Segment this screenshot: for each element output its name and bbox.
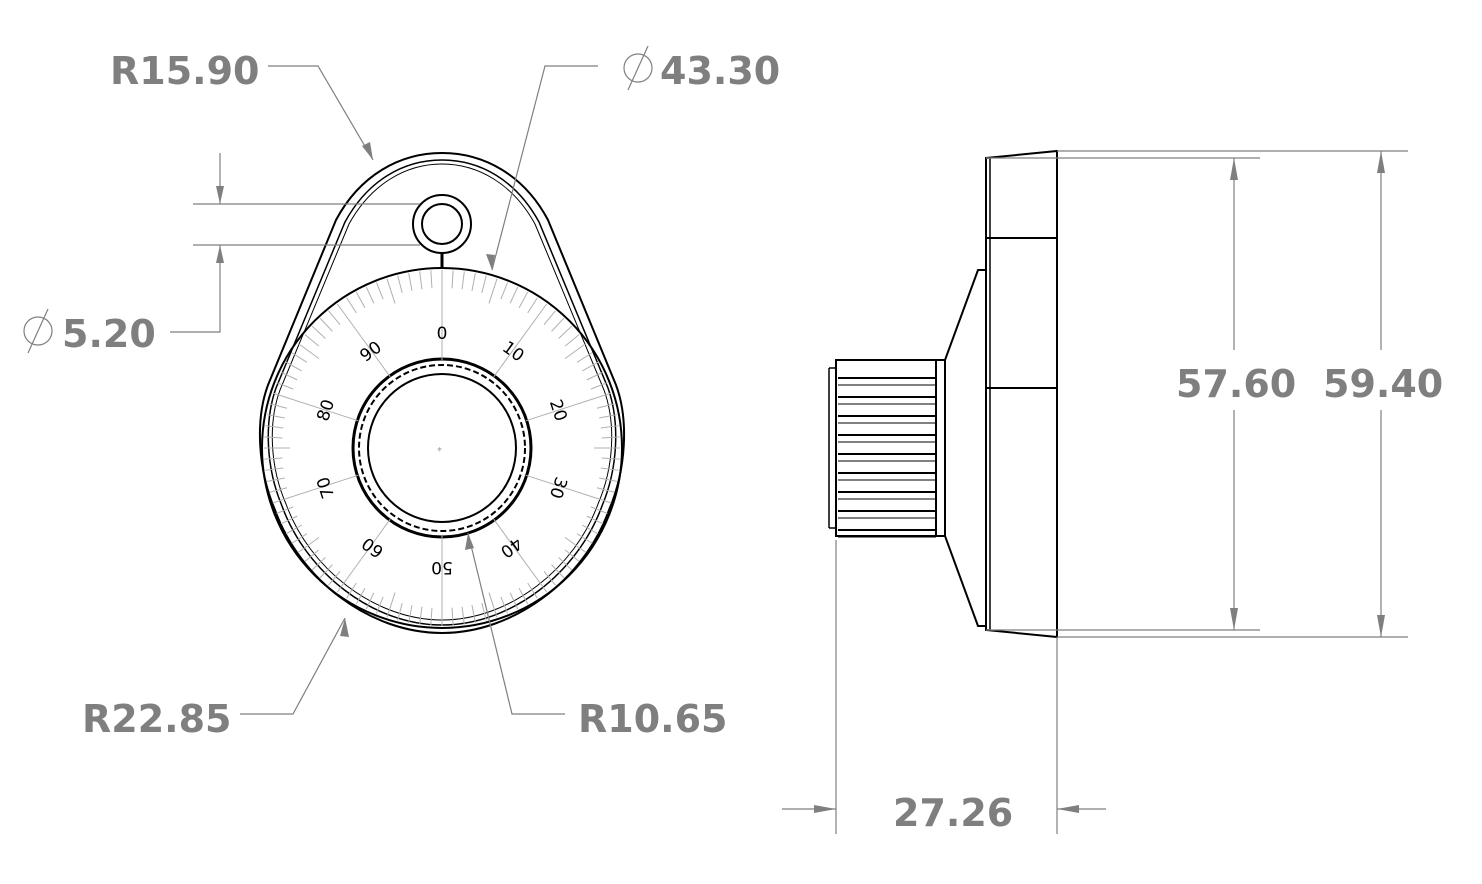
- dial-number-70: 70: [313, 474, 339, 501]
- dial-number-10: 10: [498, 338, 527, 367]
- dial-number-0: 0: [437, 324, 448, 344]
- dial-number-30: 30: [545, 474, 571, 501]
- dial-number-50: 50: [431, 557, 453, 577]
- dim-r22-85: R22.85: [82, 697, 231, 741]
- dim-43-30-value: 43.30: [660, 49, 780, 93]
- dial-number-20: 20: [545, 397, 571, 424]
- dim-27-26: 27.26: [893, 791, 1013, 835]
- dim-5-20-value: 5.20: [62, 312, 156, 356]
- dial-number-80: 80: [313, 397, 339, 424]
- dial-ticks: [264, 270, 620, 626]
- center-mark: *: [437, 446, 442, 457]
- diameter-icon: [623, 53, 653, 83]
- dim-dia-5-20: 5.20: [23, 308, 156, 356]
- mount-hole: [421, 203, 463, 245]
- dim-r10-65: R10.65: [578, 697, 727, 741]
- body-outline: [258, 151, 626, 635]
- front-arrowheads: [216, 142, 495, 637]
- knob-knurl-inner: [358, 364, 526, 532]
- knob-knurl-lines: [838, 377, 936, 538]
- front-view: *: [258, 151, 626, 635]
- knob-face: [367, 373, 517, 523]
- dial-number-90: 90: [356, 338, 385, 367]
- dim-dia-43-30: 43.30: [623, 45, 780, 93]
- side-arrowheads: [814, 151, 1385, 813]
- dim-59-40: 59.40: [1323, 362, 1443, 406]
- side-dimensions: [782, 150, 1408, 834]
- knob-knurl-outer: [351, 357, 533, 539]
- side-view: [828, 149, 1058, 639]
- front-dimensions: [170, 65, 598, 715]
- dim-r15-90: R15.90: [110, 49, 259, 93]
- dim-57-60: 57.60: [1176, 362, 1296, 406]
- diameter-icon: [23, 316, 53, 346]
